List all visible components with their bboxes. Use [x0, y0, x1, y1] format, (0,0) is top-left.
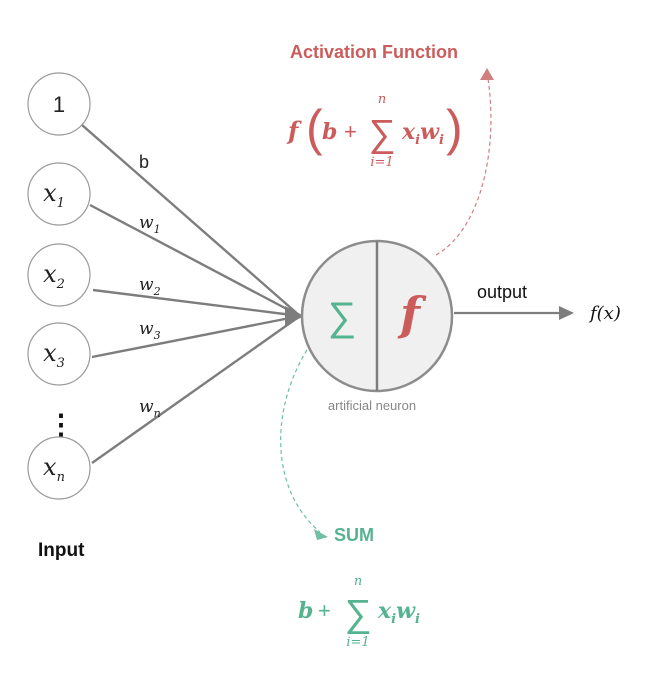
activation-f: f [286, 116, 302, 145]
sum-b: b [298, 598, 313, 624]
edge-bias [81, 124, 301, 317]
input-node-x3: x3 [27, 322, 91, 386]
input-node-label: x3 [43, 339, 65, 371]
sum-symbol: ∑ [328, 295, 357, 339]
sum-title: SUM [334, 525, 374, 545]
edge-x3 [91, 314, 301, 359]
sum-block: SUM b + n ∑ i=1 xiwi [298, 525, 420, 650]
sum-connector-arrowhead [314, 529, 328, 540]
activation-upper: n [378, 92, 386, 107]
activation-title: Activation Function [290, 42, 458, 62]
input-ellipsis: ⋮ [47, 409, 75, 440]
activation-plus: + [344, 119, 357, 144]
input-node-x1: x1 [27, 162, 91, 226]
edge-x2 [92, 288, 301, 318]
bias-weight-label: b [139, 152, 149, 172]
sum-sigma: ∑ [344, 593, 371, 635]
weight-w1-label: w1 [139, 213, 161, 236]
edge-x1 [89, 203, 301, 318]
edge-xn [91, 315, 301, 464]
sum-lower: i=1 [346, 635, 369, 650]
input-title: Input [38, 540, 85, 561]
sum-connector [280, 349, 321, 533]
artificial-neuron: ∑ f artificial neuron [300, 239, 454, 413]
weight-labels: b w1 w2 w3 wn [139, 152, 161, 420]
input-node-bias: 1 [27, 72, 91, 136]
output-label: output [477, 282, 527, 302]
input-node-x2: x2 [27, 243, 91, 307]
activation-b: b [322, 119, 337, 145]
activation-connector-arrowhead [480, 68, 494, 80]
activation-connector [435, 71, 492, 256]
sum-term: xiwi [377, 598, 420, 627]
weight-w2-label: w2 [139, 275, 161, 298]
input-node-label: x1 [43, 179, 65, 211]
activation-paren-right: ) [446, 100, 463, 156]
activation-paren-left: ( [306, 100, 323, 156]
sum-upper: n [354, 574, 362, 589]
neuron-caption: artificial neuron [328, 398, 416, 413]
edge-arrowhead [285, 306, 304, 326]
output-result: f(x) [588, 303, 621, 324]
activation-sigma: ∑ [368, 113, 395, 155]
weight-w3-label: w3 [139, 319, 161, 342]
input-node-label: x2 [43, 260, 65, 292]
input-nodes: 1 x1 x2 x3 ⋮ xn [27, 72, 91, 500]
output-connection: output f(x) [454, 282, 621, 324]
weight-wn-label: wn [139, 397, 161, 420]
activation-block: Activation Function f ( b + n ∑ i=1 xiwi… [286, 42, 463, 170]
input-node-xn: xn [27, 436, 91, 500]
input-edges [81, 124, 304, 464]
activation-lower: i=1 [370, 155, 393, 170]
activation-term: xiwi [401, 119, 444, 148]
input-node-label: xn [43, 453, 65, 485]
sum-plus: + [318, 598, 331, 623]
input-node-label: 1 [53, 92, 65, 117]
